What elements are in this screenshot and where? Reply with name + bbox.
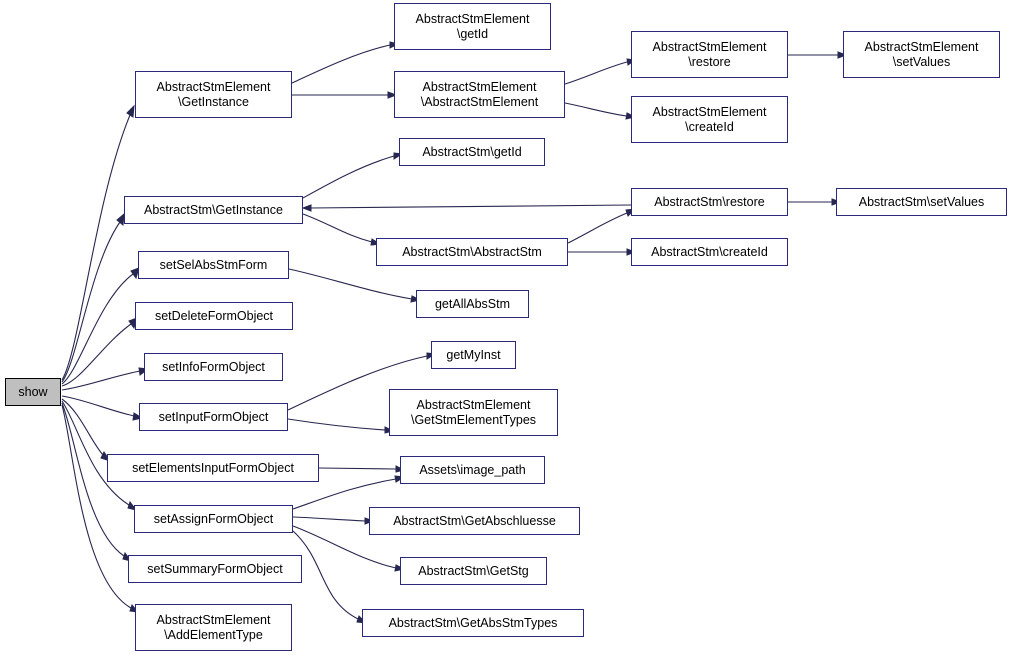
node-abstractstm-getid[interactable]: AbstractStm\getId	[399, 138, 545, 166]
node-setinputformobject[interactable]: setInputFormObject	[139, 403, 288, 431]
node-abstractstmelement-getinstance[interactable]: AbstractStmElement \GetInstance	[135, 71, 292, 118]
node-abstractstmelement-createid[interactable]: AbstractStmElement \createId	[631, 96, 788, 143]
node-abstractstmelement-setvalues[interactable]: AbstractStmElement \setValues	[843, 31, 1000, 78]
node-abstractstm-getinstance[interactable]: AbstractStm\GetInstance	[124, 196, 303, 224]
node-show[interactable]: show	[5, 378, 61, 406]
node-abstractstm-getabsstmtypes[interactable]: AbstractStm\GetAbsStmTypes	[362, 609, 584, 637]
node-abstractstmelement-ctor[interactable]: AbstractStmElement \AbstractStmElement	[394, 71, 565, 118]
node-abstractstmelement-addelementtype[interactable]: AbstractStmElement \AddElementType	[135, 604, 292, 651]
node-setselabsstmform[interactable]: setSelAbsStmForm	[138, 251, 289, 279]
node-setdeleteformobject[interactable]: setDeleteFormObject	[135, 302, 293, 330]
node-abstractstm-createid[interactable]: AbstractStm\createId	[631, 238, 788, 266]
node-abstractstm-ctor[interactable]: AbstractStm\AbstractStm	[376, 238, 568, 266]
node-abstractstm-setvalues[interactable]: AbstractStm\setValues	[836, 188, 1007, 216]
node-abstractstm-getstg[interactable]: AbstractStm\GetStg	[400, 557, 547, 585]
node-abstractstmelement-getstmelementtypes[interactable]: AbstractStmElement \GetStmElementTypes	[389, 389, 558, 436]
node-abstractstm-getabschluesse[interactable]: AbstractStm\GetAbschluesse	[369, 507, 580, 535]
node-abstractstmelement-getid[interactable]: AbstractStmElement \getId	[394, 3, 551, 50]
node-getallabsstm[interactable]: getAllAbsStm	[416, 290, 529, 318]
node-getmyinst[interactable]: getMyInst	[431, 341, 516, 369]
node-setinfoformobject[interactable]: setInfoFormObject	[144, 353, 283, 381]
node-setsummaryformobject[interactable]: setSummaryFormObject	[128, 555, 302, 583]
node-setelementsinputformobject[interactable]: setElementsInputFormObject	[107, 454, 319, 482]
node-abstractstmelement-restore[interactable]: AbstractStmElement \restore	[631, 31, 788, 78]
node-abstractstm-restore[interactable]: AbstractStm\restore	[631, 188, 788, 216]
node-assets-image-path[interactable]: Assets\image_path	[400, 456, 545, 484]
node-setassignformobject[interactable]: setAssignFormObject	[134, 505, 293, 533]
